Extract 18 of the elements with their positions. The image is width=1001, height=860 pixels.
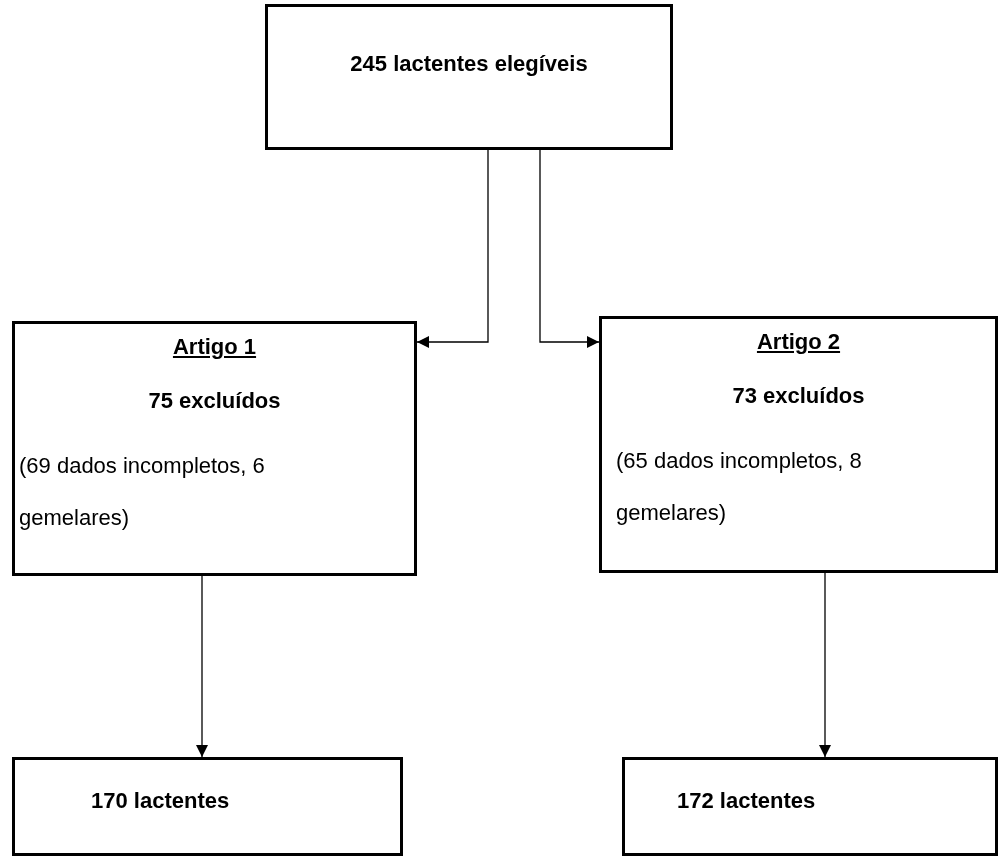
process-box — [265, 4, 673, 150]
box-heading: Artigo 1 — [171, 334, 258, 360]
box-label: 170 lactentes — [91, 788, 230, 814]
box-label: 172 lactentes — [677, 788, 816, 814]
box-note: (69 dados incompletos, 6 gemelares) — [19, 452, 266, 532]
process-box — [12, 757, 403, 856]
process-box — [622, 757, 998, 856]
arrow — [196, 575, 208, 758]
arrow — [539, 149, 600, 348]
arrow — [416, 149, 489, 348]
box-heading: Artigo 2 — [755, 329, 842, 355]
box-label: 245 lactentes elegíveis — [349, 51, 589, 77]
box-note: (65 dados incompletos, 8 gemelares) — [616, 447, 863, 527]
arrow — [819, 572, 831, 758]
process-box — [12, 321, 417, 576]
process-box — [599, 316, 998, 573]
box-label: 73 excluídos — [731, 383, 866, 409]
box-label: 75 excluídos — [147, 388, 282, 414]
